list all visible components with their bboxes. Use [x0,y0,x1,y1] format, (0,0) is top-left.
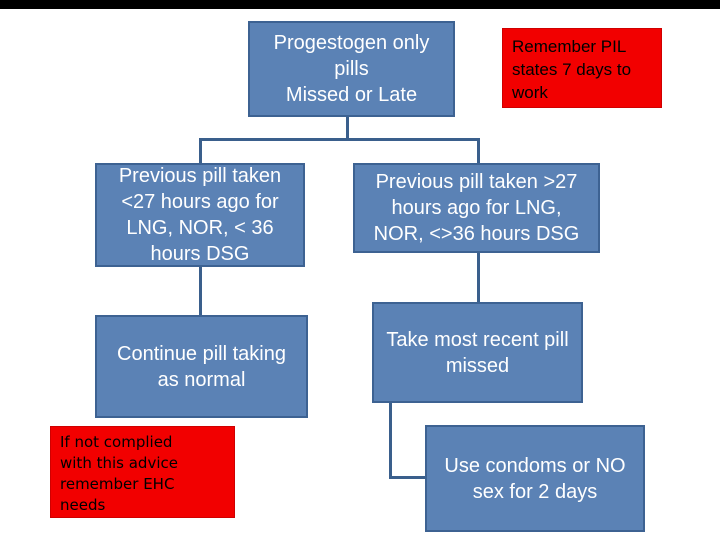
flow-box-use-condoms: Use condoms or NO sex for 2 days [425,425,645,532]
flow-box-progestogen-title: Progestogen only pills Missed or Late [248,21,455,117]
flow-box-previous-pill-over-27h: Previous pill taken >27 hours ago for LN… [353,163,600,253]
connector-right-branch-drop [477,140,480,163]
connector-branch-horizontal [199,138,480,141]
note-box-ehc-needs: If not complied with this advice remembe… [50,426,235,518]
note-box-remember-pil: Remember PIL states 7 days to work [502,28,662,108]
connector-right-to-recent [477,253,480,302]
flow-box-previous-pill-under-27h: Previous pill taken <27 hours ago for LN… [95,163,305,267]
flow-box-take-most-recent-pill: Take most recent pill missed [372,302,583,403]
connector-title-down [346,117,349,140]
connector-left-to-continue [199,267,202,315]
flow-box-continue-as-normal: Continue pill taking as normal [95,315,308,418]
connector-elbow-to-condoms [391,476,425,479]
letterbox-bar-top [0,0,720,9]
connector-left-branch-drop [199,140,202,163]
connector-recent-down [389,403,392,479]
